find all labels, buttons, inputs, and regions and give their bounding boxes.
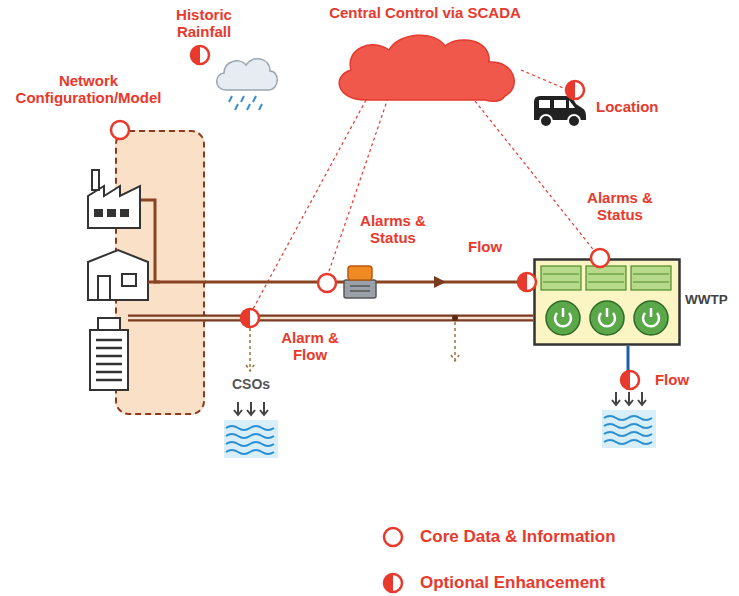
node-label: WWTP bbox=[685, 292, 727, 308]
network-area: Network Configuration/Model bbox=[6, 72, 205, 417]
outfall-label: CSOs bbox=[226, 376, 276, 392]
rain-cloud-icon bbox=[217, 59, 278, 110]
vehicle: Location bbox=[530, 82, 660, 134]
van-icon bbox=[530, 88, 590, 132]
core-marker bbox=[318, 274, 336, 292]
legend-row: Core Data & Information bbox=[380, 524, 616, 550]
node-label: Network Configuration/Model bbox=[6, 72, 171, 107]
legend-text: Core Data & Information bbox=[420, 527, 616, 547]
sensor-label: Alarms & Status bbox=[578, 189, 662, 224]
flow-label: Flow bbox=[466, 238, 504, 255]
node-label: Location bbox=[596, 98, 660, 115]
pump-icon bbox=[344, 266, 376, 298]
treatment-plant bbox=[533, 258, 681, 346]
pipe bbox=[205, 281, 533, 284]
legend-row: Optional Enhancement bbox=[380, 570, 605, 596]
legend-swatch bbox=[380, 570, 406, 596]
connector-group bbox=[521, 70, 568, 90]
connector-group bbox=[475, 101, 600, 258]
optional-marker bbox=[241, 309, 259, 327]
cloud-outline bbox=[339, 35, 514, 101]
legend-text: Optional Enhancement bbox=[420, 573, 605, 593]
sensor-label: Alarm & Flow bbox=[268, 329, 352, 364]
pipe-core bbox=[205, 317, 533, 320]
outfall-pipe bbox=[627, 346, 630, 371]
sensor-label: Flow bbox=[646, 371, 698, 388]
scada-link bbox=[475, 101, 600, 258]
sensor-label: Historic Rainfall bbox=[158, 6, 250, 41]
scada-link bbox=[521, 70, 568, 90]
water-icon bbox=[224, 402, 278, 458]
optional-marker bbox=[566, 81, 584, 99]
wwtp-box: WWTP bbox=[533, 258, 728, 346]
legend-swatch bbox=[380, 524, 406, 550]
optional-marker bbox=[621, 371, 639, 389]
sensor-label: Alarms & Status bbox=[352, 212, 434, 247]
cloud-shape bbox=[325, 30, 525, 106]
node-label: Central Control via SCADA bbox=[300, 4, 550, 21]
connector-group bbox=[205, 282, 533, 283]
optional-marker bbox=[191, 46, 209, 64]
pipe bbox=[205, 315, 533, 322]
overflow-line bbox=[246, 328, 254, 371]
water-icon bbox=[602, 392, 656, 448]
connector-group bbox=[205, 318, 533, 319]
overflow-line bbox=[451, 322, 459, 361]
control-cloud: Central Control via SCADA bbox=[300, 4, 550, 108]
network-region bbox=[115, 130, 205, 415]
pipe-joint bbox=[452, 315, 458, 321]
scada-link bbox=[253, 98, 388, 309]
